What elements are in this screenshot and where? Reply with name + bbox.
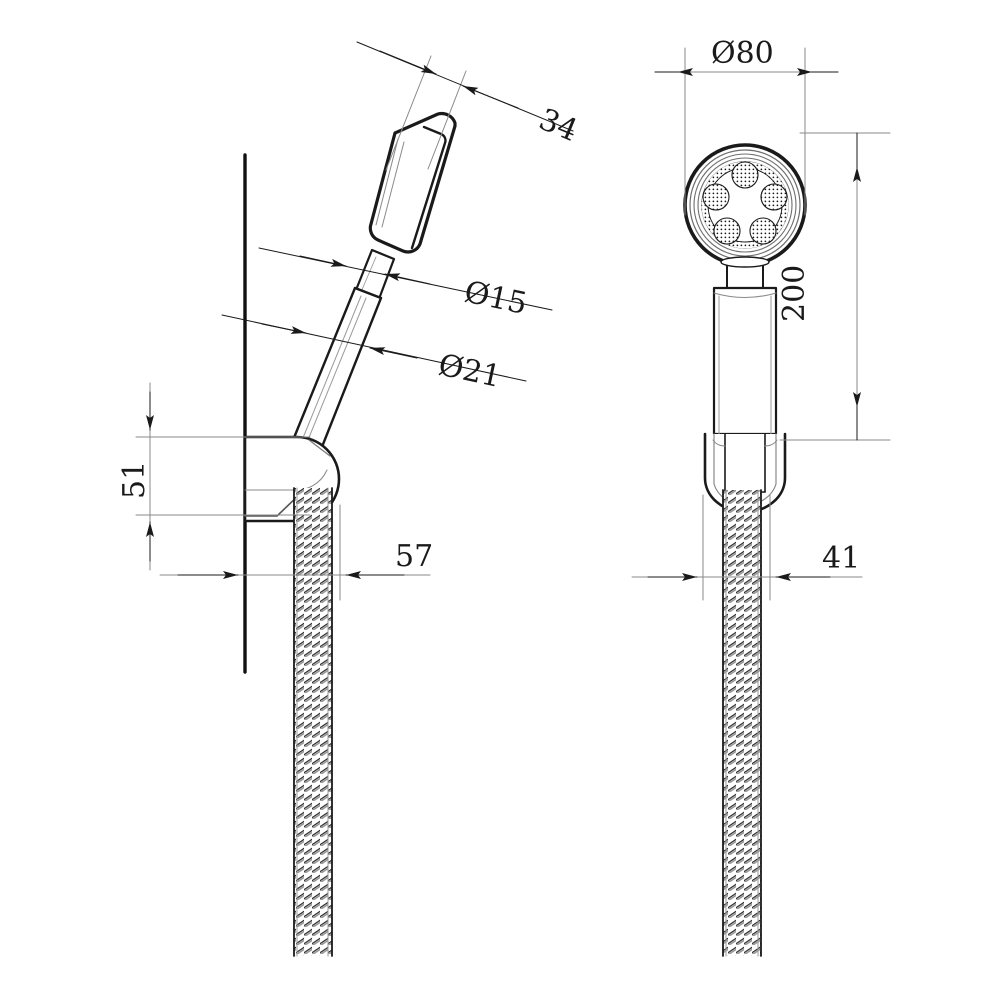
side-view-group: 34 Ø15 Ø21 51 xyxy=(117,41,583,957)
dimension-51: 51 xyxy=(117,382,311,571)
dimension-d15: Ø15 xyxy=(258,247,553,322)
dimension-d80: Ø80 xyxy=(654,36,839,216)
front-view-group: Ø80 200 41 xyxy=(631,36,891,957)
dimension-d15-label: Ø15 xyxy=(461,275,530,322)
dimension-41: 41 xyxy=(631,494,863,601)
dimension-34-label: 34 xyxy=(534,102,583,149)
dimension-57-label: 57 xyxy=(395,539,433,574)
dimension-200-label: 200 xyxy=(777,265,812,322)
dimension-51-label: 51 xyxy=(117,461,152,499)
shower-head-front xyxy=(683,143,807,267)
handle-front xyxy=(712,256,778,436)
handle-tube-side xyxy=(287,286,383,464)
dimension-d21-label: Ø21 xyxy=(435,348,504,395)
nozzle-clusters xyxy=(702,161,788,245)
hose-side xyxy=(293,487,333,957)
dimension-200: 200 xyxy=(777,132,891,441)
hose-front xyxy=(722,489,762,957)
dimension-57: 57 xyxy=(159,504,433,601)
dimension-d80-label: Ø80 xyxy=(711,36,774,71)
dimension-41-label: 41 xyxy=(822,541,860,576)
shower-head-side xyxy=(368,111,457,254)
dimension-d21: Ø21 xyxy=(221,314,527,395)
